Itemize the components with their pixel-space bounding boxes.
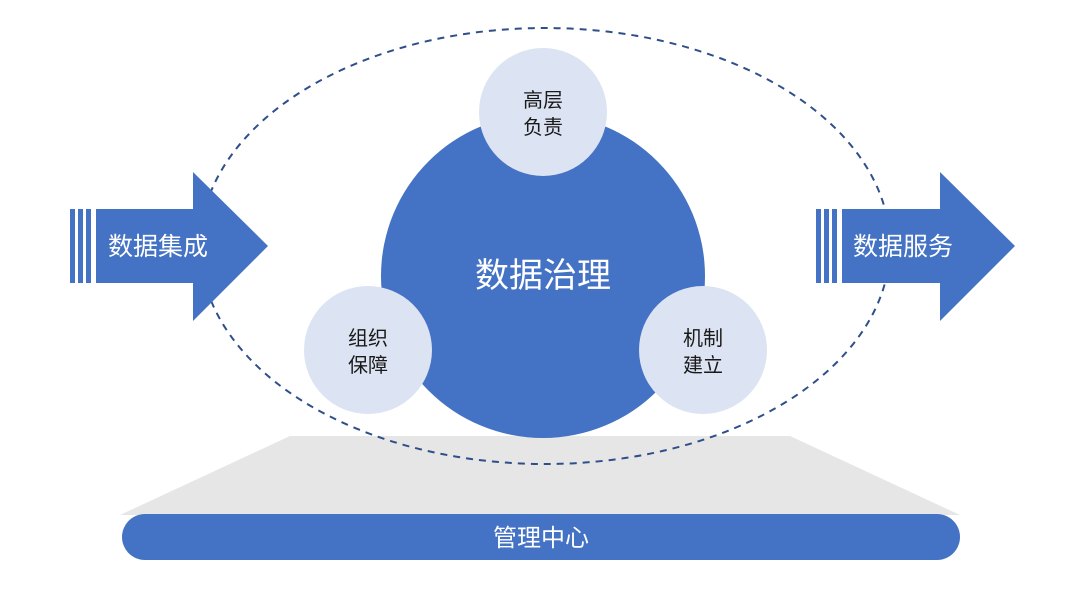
arrow-stripe bbox=[86, 209, 91, 283]
management-center-label: 管理中心 bbox=[493, 524, 589, 552]
mechanism-establishment-circle bbox=[639, 286, 767, 414]
arrow-shape bbox=[842, 172, 1015, 321]
mechanism-establishment-line2: 建立 bbox=[683, 353, 723, 377]
data-service-label: 数据服务 bbox=[853, 232, 953, 261]
arrow-stripe bbox=[832, 209, 837, 283]
data-service-arrow bbox=[816, 172, 1015, 321]
senior-responsibility-circle bbox=[479, 48, 607, 176]
data-integration-arrow bbox=[70, 172, 268, 321]
senior-responsibility-line1: 高层 bbox=[523, 88, 563, 112]
organization-support-circle bbox=[304, 286, 432, 414]
arrow-stripe bbox=[816, 209, 821, 283]
senior-responsibility-line2: 负责 bbox=[523, 115, 563, 139]
mechanism-establishment-line1: 机制 bbox=[683, 326, 723, 350]
platform-trapezoid bbox=[120, 436, 960, 515]
arrow-stripe bbox=[824, 209, 829, 283]
arrow-stripe bbox=[78, 209, 83, 283]
organization-support-line2: 保障 bbox=[348, 353, 388, 377]
organization-support-line1: 组织 bbox=[348, 326, 388, 350]
arrow-stripe bbox=[70, 209, 75, 283]
data-integration-label: 数据集成 bbox=[108, 232, 208, 261]
arrow-shape bbox=[96, 172, 268, 321]
data-governance-circle bbox=[381, 114, 705, 438]
management-center-bar bbox=[122, 514, 960, 560]
data-governance-label: 数据治理 bbox=[475, 256, 611, 296]
